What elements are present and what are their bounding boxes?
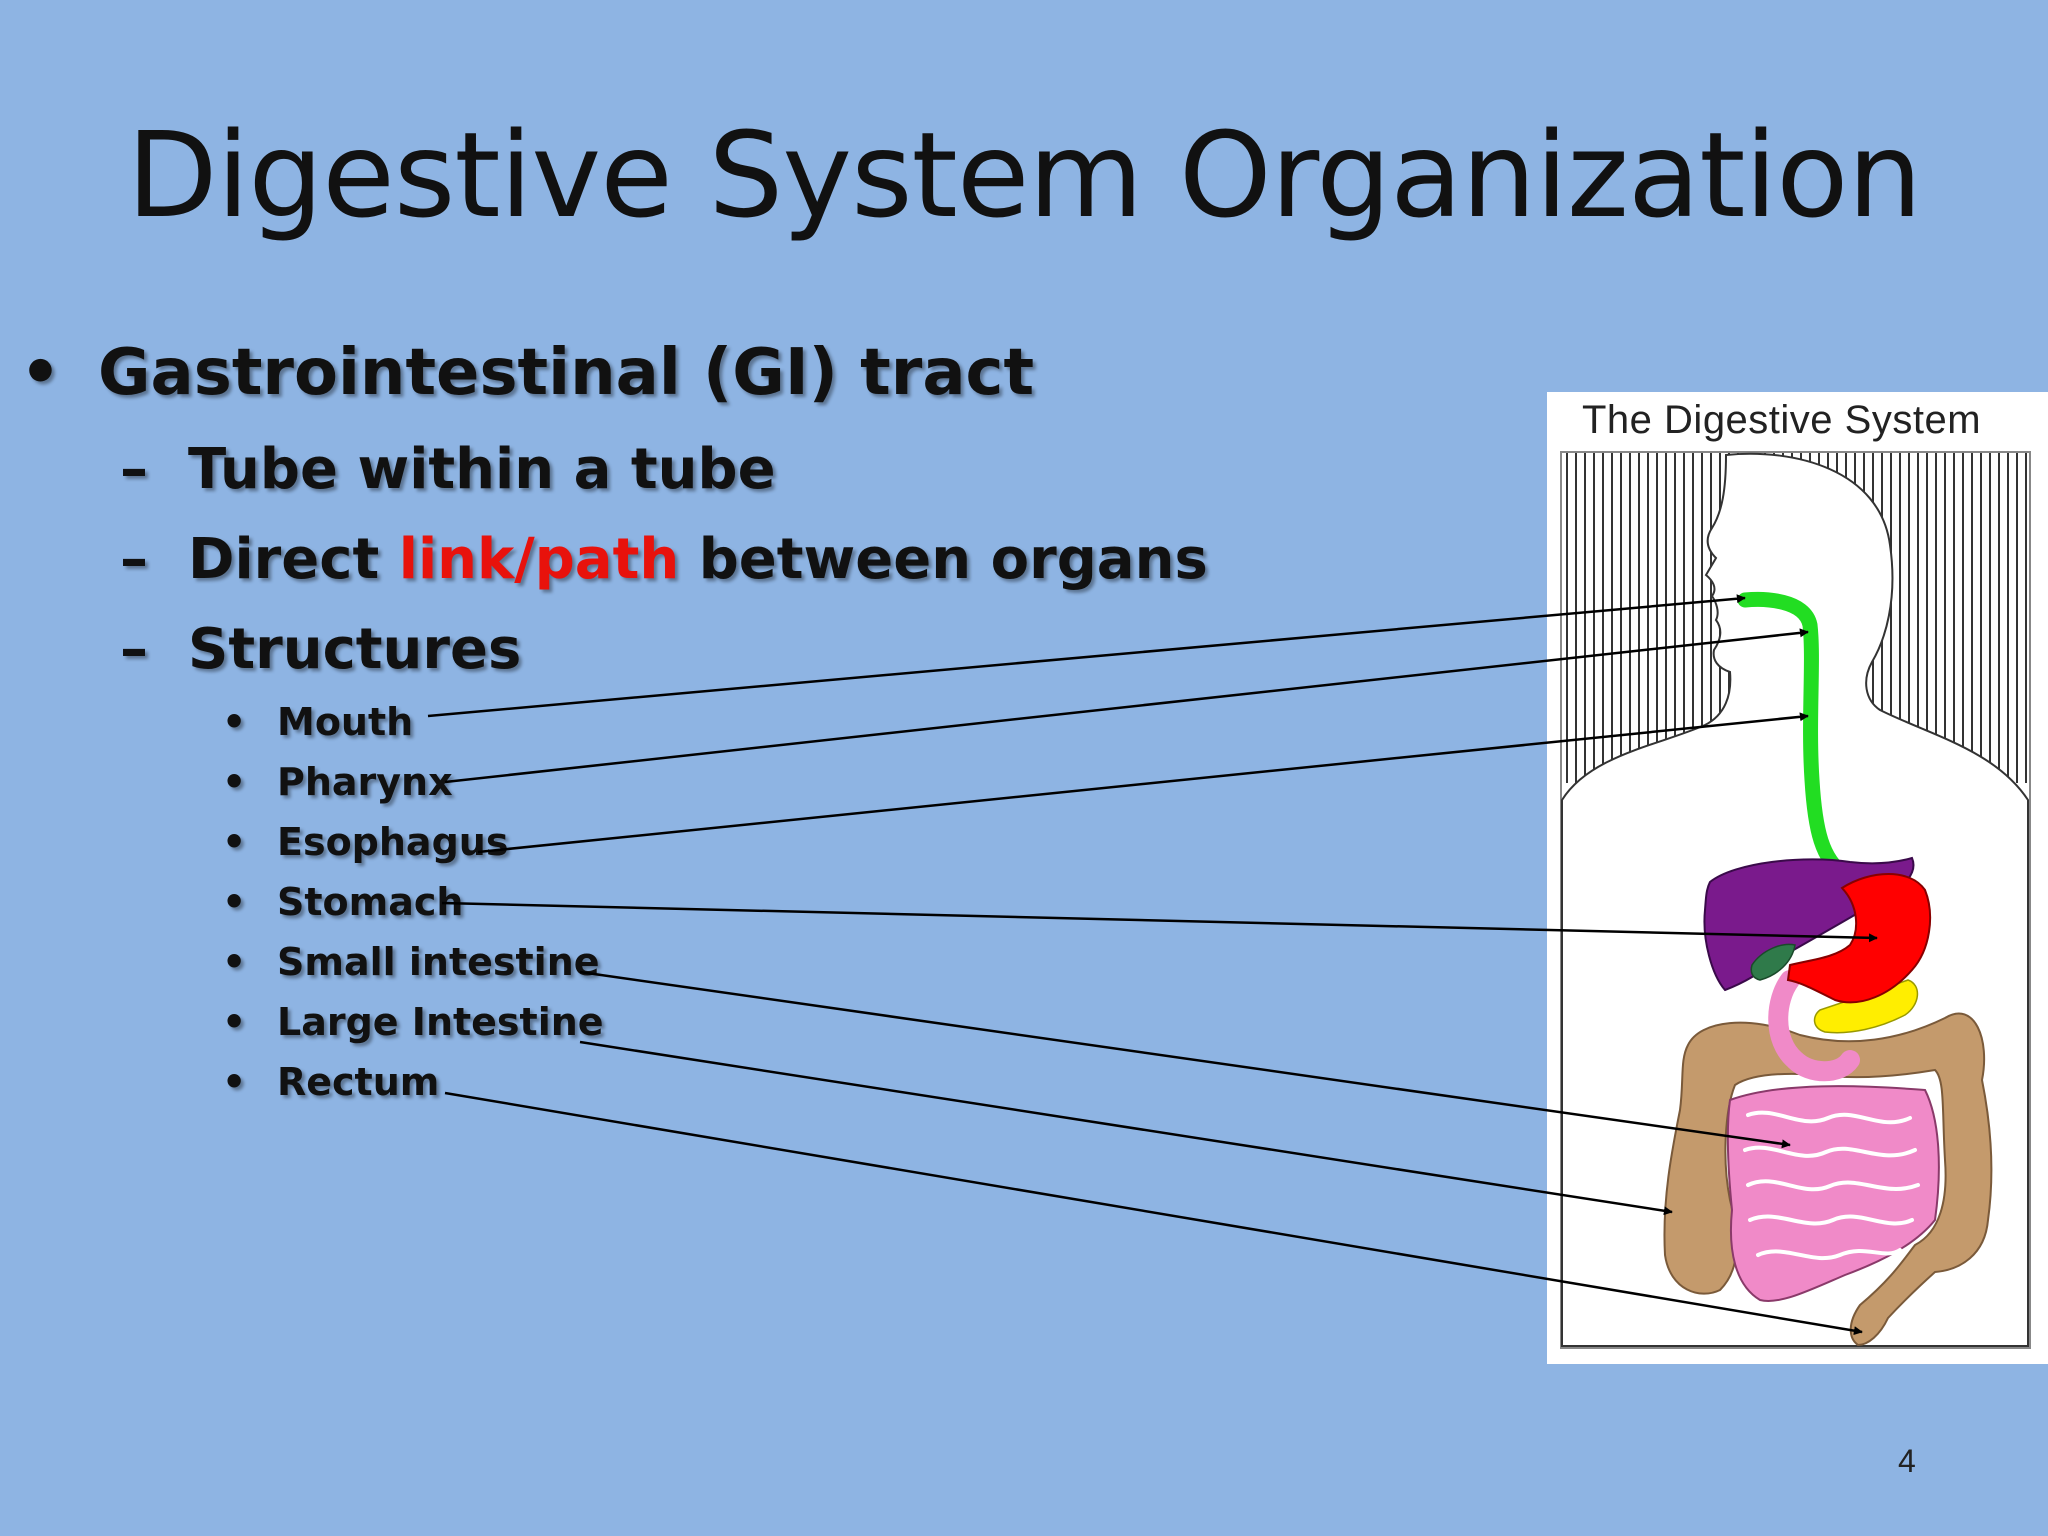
arrow-mouth <box>427 594 1746 718</box>
arrow-large-intestine <box>579 1040 1673 1216</box>
arrow-rectum <box>444 1091 1863 1336</box>
structure-marker: • <box>222 820 247 864</box>
bullet-gi-tract-text: Gastrointestinal (GI) tract <box>98 336 1035 410</box>
connector-arrows <box>427 594 1878 1336</box>
diagram-title: The Digestive System <box>1582 398 1982 442</box>
direct-text: Direct <box>188 527 399 592</box>
bullet-gi-tract: • <box>20 336 61 410</box>
esophagus-shape <box>1737 591 1853 883</box>
structure-mouth: Mouth <box>277 700 414 744</box>
between-organs-text: between organs <box>679 527 1208 592</box>
structure-small-intestine: Small intestine <box>277 940 600 984</box>
slide-title: Digestive System Organization <box>126 106 1923 244</box>
sub-bullet-tube: Tube within a tube <box>188 437 776 502</box>
sub-bullet-direct-link: Direct link/path between organs <box>188 527 1208 592</box>
small-intestine-shape <box>1726 1085 1940 1302</box>
structure-marker: • <box>222 760 247 804</box>
sub-bullet-structures: Structures <box>188 617 522 682</box>
arrow-stomach <box>441 901 1878 943</box>
structure-large-intestine: Large Intestine <box>277 1000 604 1044</box>
large-intestine-shape <box>1663 1012 1993 1347</box>
structure-pharynx: Pharynx <box>277 760 453 804</box>
structure-marker: • <box>222 1060 247 1104</box>
bullet-marker: • <box>20 336 61 410</box>
structure-marker: • <box>222 880 247 924</box>
intestine-coils <box>1743 1110 1920 1261</box>
arrow-small-intestine <box>579 970 1791 1149</box>
highlight-link-path: link/path <box>398 527 680 592</box>
dash-marker: – <box>120 437 148 502</box>
arrow-pharynx <box>444 628 1809 784</box>
structure-rectum: Rectum <box>277 1060 440 1104</box>
structure-marker: • <box>222 1000 247 1044</box>
gallbladder-shape <box>1750 943 1796 981</box>
dash-marker: – <box>120 527 148 592</box>
arrow-esophagus <box>477 712 1809 854</box>
structure-stomach: Stomach <box>277 880 464 924</box>
page-number: 4 <box>1898 1443 1916 1479</box>
structure-esophagus: Esophagus <box>277 820 509 864</box>
duodenum-shape <box>1768 970 1860 1082</box>
dash-marker: – <box>120 617 148 682</box>
structure-marker: • <box>222 940 247 984</box>
structure-marker: • <box>222 700 247 744</box>
